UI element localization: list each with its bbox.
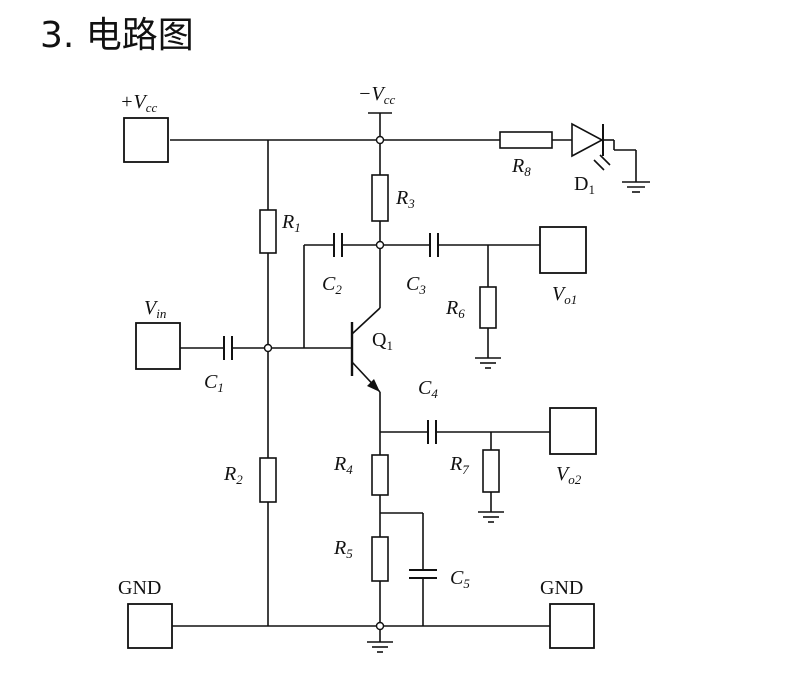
terminal-gnd-left [127,603,173,649]
label-c3: C3 [406,273,426,297]
label-r3: R3 [395,187,415,211]
label-vin: Vin [144,297,166,321]
label-c1: C1 [204,371,224,395]
label-d1: D1 [574,173,595,197]
terminal-vcc-pos [123,117,169,163]
label-vcc-neg: −Vcc [358,83,395,107]
capacitor-c2 [333,233,343,257]
resistor-r3 [371,174,389,222]
label-c2: C2 [322,273,342,297]
light-ray-icon [599,154,611,166]
capacitor-c4 [427,420,437,444]
resistor-r5 [371,536,389,582]
ground-symbol-r6 [475,357,501,369]
label-r4: R4 [333,453,353,477]
label-gnd-right: GND [540,577,583,599]
terminal-vo1 [539,226,587,274]
label-r7: R7 [449,453,469,477]
led-d1 [571,122,615,171]
resistor-r8 [499,131,553,149]
capacitor-c1 [223,336,233,360]
terminal-vo2 [549,407,597,455]
label-vo2: Vo2 [556,463,582,487]
emitter-arrow-icon [367,379,380,392]
label-r2: R2 [223,463,243,487]
page-title: 3. 电路图 [40,15,194,56]
label-r5: R5 [333,537,353,561]
resistor-r4 [371,454,389,496]
label-r8: R8 [511,155,531,179]
label-gnd-left: GND [118,577,161,599]
label-c4: C4 [418,377,438,401]
label-vcc-pos: +Vcc [120,91,157,115]
ground-symbol-r7 [478,511,504,523]
resistor-r7 [482,449,500,493]
capacitor-c3 [429,233,439,257]
resistor-r1 [259,209,277,254]
label-vo1: Vo1 [552,283,577,307]
wires [170,112,637,642]
junction-dot [263,343,273,353]
resistor-r6 [479,286,497,329]
terminal-vin [135,322,181,370]
junction-dot [375,621,385,631]
junction-dot [375,135,385,145]
label-q1: Q1 [372,329,393,353]
label-r6: R6 [445,297,465,321]
capacitor-c5 [409,569,437,579]
ground-symbol-main [367,641,393,653]
resistor-r2 [259,457,277,503]
terminal-gnd-right [549,603,595,649]
label-c5: C5 [450,567,470,591]
transistor-q1 [350,307,381,393]
junction-dot [375,240,385,250]
label-r1: R1 [281,211,301,235]
light-ray-icon [593,159,605,171]
ground-symbol-d1 [622,181,650,193]
